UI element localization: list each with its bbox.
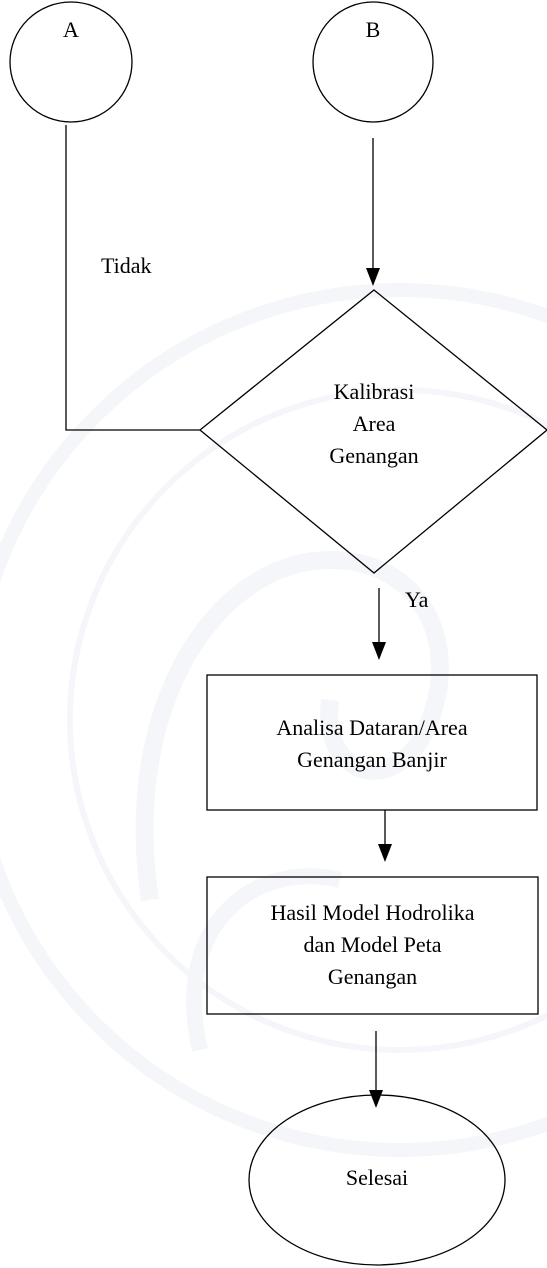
decision-label-line-1: Kalibrasi: [333, 379, 415, 404]
connector-b-circle: [312, 1, 434, 123]
analysis-process-box: [206, 674, 538, 811]
result-label-line-1: Hasil Model Hodrolika: [270, 900, 475, 925]
connector-a-circle: [9, 1, 133, 123]
arrowhead-to-terminal: [369, 1090, 383, 1108]
result-process-box: [206, 876, 539, 1015]
arrowhead-to-result: [378, 844, 392, 862]
result-label-line-3: Genangan: [327, 964, 418, 989]
connector-b-label: B: [365, 17, 381, 42]
decision-diamond: [198, 289, 547, 574]
yes-branch-label: Ya: [405, 587, 429, 612]
analysis-process-label: Analisa Dataran/Area Genangan Banjir: [207, 712, 537, 776]
result-process-label: Hasil Model Hodrolika dan Model Peta Gen…: [207, 897, 538, 993]
analysis-label-line-2: Genangan Banjir: [297, 747, 447, 772]
decision-label-line-2: Area: [352, 411, 396, 436]
terminal-label: Selesai: [345, 1165, 409, 1190]
result-label-line-2: dan Model Peta: [303, 932, 442, 957]
arrowhead-to-analysis: [372, 642, 386, 660]
arrowhead-to-decision: [366, 268, 380, 286]
analysis-label-line-1: Analisa Dataran/Area: [276, 715, 468, 740]
decision-label-line-3: Genangan: [329, 443, 419, 468]
loop-line-no: [65, 125, 200, 431]
connector-a-label: A: [63, 17, 79, 42]
no-branch-label: Tidak: [101, 253, 152, 278]
decision-label: Kalibrasi Area Genangan: [274, 376, 474, 472]
